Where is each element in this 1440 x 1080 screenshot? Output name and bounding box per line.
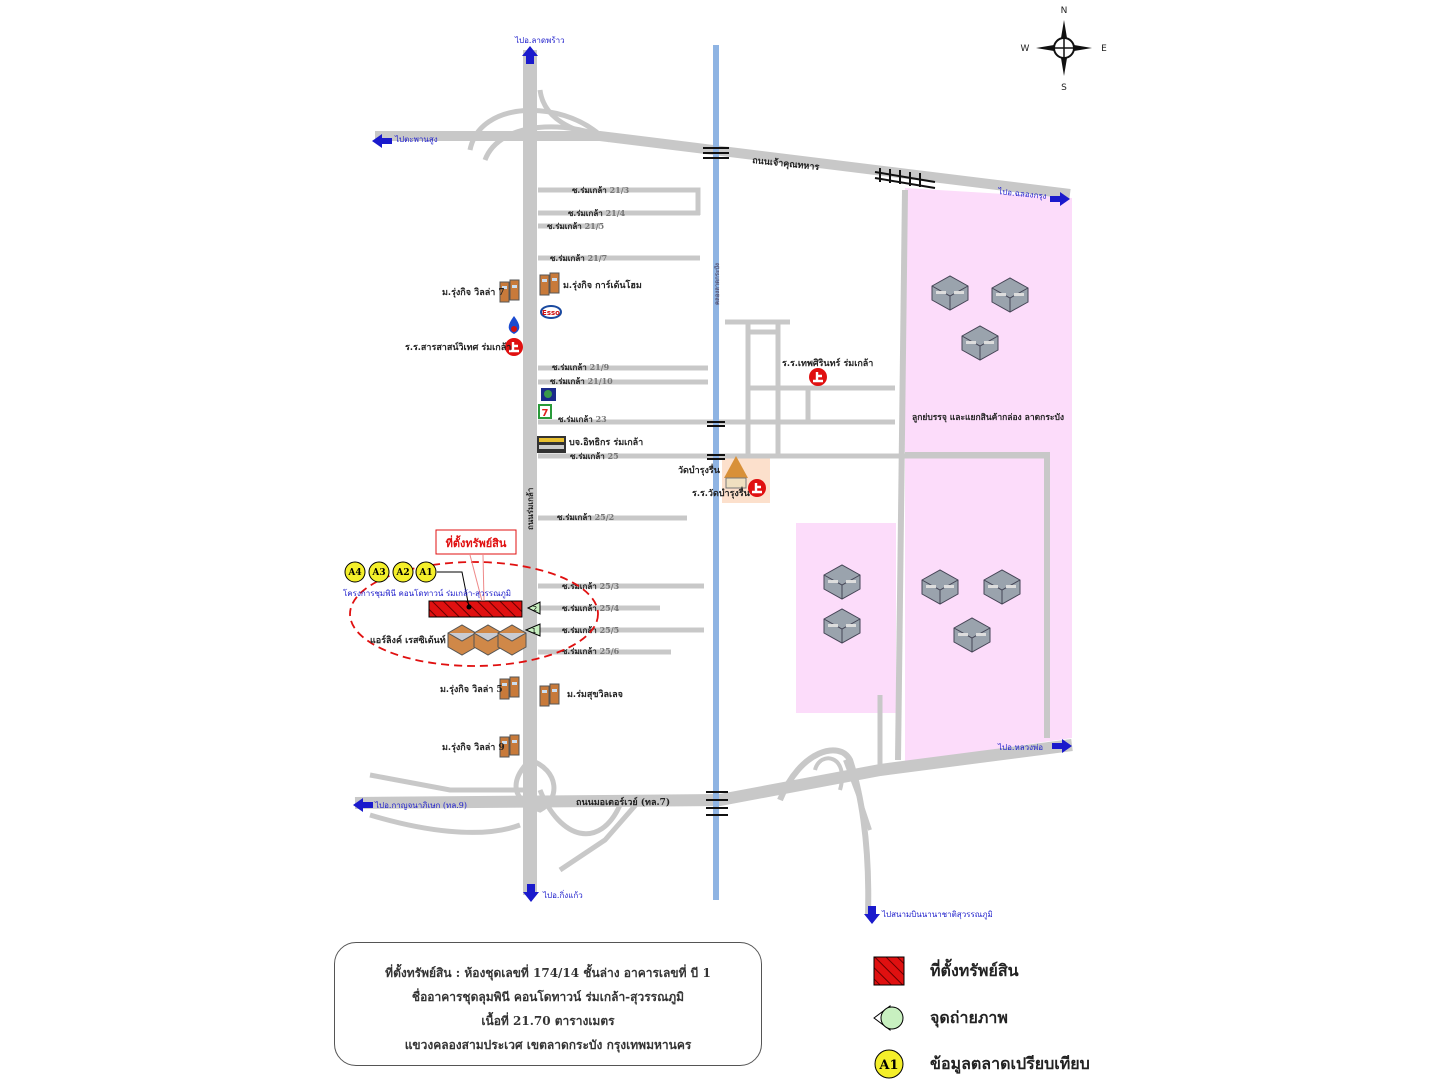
school-icon xyxy=(746,477,768,499)
property-callout xyxy=(435,529,517,555)
svg-text:A1: A1 xyxy=(878,1058,898,1073)
legend-market-label: ข้อมูลตลาดเปรียบเทียบ xyxy=(930,1053,1090,1073)
road-network xyxy=(354,50,1073,916)
place-villa9: ม.รุ่งกิจ วิลล่า 9 xyxy=(442,742,505,753)
esso-icon: Esso xyxy=(540,305,562,319)
svg-text:ซ.ร่มเกล้า 21/5: ซ.ร่มเกล้า 21/5 xyxy=(547,221,604,231)
svg-text:ซ.ร่มเกล้า 21/4: ซ.ร่มเกล้า 21/4 xyxy=(568,208,626,218)
svg-text:ซ.ร่มเกล้า 21/10: ซ.ร่มเกล้า 21/10 xyxy=(550,376,613,386)
legend-photo-label: จุดถ่ายภาพ xyxy=(930,1007,1008,1027)
place-school-saran: ร.ร.สารสาสน์วิเทศ ร่มเกล้า xyxy=(405,341,511,353)
legend-photo: จุดถ่ายภาพ xyxy=(872,1002,1008,1034)
arrow-right-icon xyxy=(1050,192,1070,206)
dir-north: ไปอ.ลาดพร้าว xyxy=(514,36,565,45)
svg-text:A4: A4 xyxy=(347,568,361,578)
svg-text:ซ.ร่มเกล้า 25/6: ซ.ร่มเกล้า 25/6 xyxy=(562,646,620,656)
arrow-down-icon xyxy=(523,884,539,902)
svg-text:A2: A2 xyxy=(395,568,409,578)
legend-property: ที่ตั้งทรัพย์สิน xyxy=(872,955,1019,987)
svg-text:ซ.ร่มเกล้า 21/7: ซ.ร่มเกล้า 21/7 xyxy=(550,253,607,263)
compass-rose-icon: N S E W xyxy=(1021,6,1108,93)
svg-text:ซ.ร่มเกล้า 25/3: ซ.ร่มเกล้า 25/3 xyxy=(562,581,620,591)
road-bottom-label: ถนนมอเตอร์เวย์ (ทล.7) xyxy=(576,796,670,808)
village-icon xyxy=(499,676,520,700)
place-villa5: ม.รุ่งกิจ วิลล่า 5 xyxy=(440,684,503,695)
dir-west-top: ไปตะพานสูง xyxy=(394,135,438,145)
school-icon xyxy=(807,366,829,388)
svg-text:ซ.ร่มเกล้า 25/2: ซ.ร่มเกล้า 25/2 xyxy=(557,512,614,522)
photo-point-icon xyxy=(872,1002,906,1034)
info-line: ชื่ออาคารชุดลุมพินี คอนโดทาวน์ ร่มเกล้า-… xyxy=(411,990,685,1004)
info-line: ที่ตั้งทรัพย์สิน : ห้องชุดเลขที่ 174/14 … xyxy=(385,966,711,980)
svg-text:ซ.ร่มเกล้า 21/3: ซ.ร่มเกล้า 21/3 xyxy=(572,185,630,195)
seven-eleven-icon xyxy=(538,404,552,419)
place-villa7: ม.รุ่งกิจ วิลล่า 7 xyxy=(442,287,505,298)
condo-icons xyxy=(447,624,527,656)
dir-west-bottom: ไปอ.กาญจนาภิเษก (ทล.9) xyxy=(374,801,467,810)
property-marker[interactable] xyxy=(428,600,523,618)
place-depot: ลูกย่บรรจุ และแยกสินค้ากล่อง ลาดกระบัง xyxy=(912,412,1064,423)
property-info-box: ที่ตั้งทรัพย์สิน : ห้องชุดเลขที่ 174/14 … xyxy=(334,942,762,1066)
canal-label: คลองลาดกระบัง xyxy=(713,263,721,305)
svg-text:2: 2 xyxy=(533,605,537,613)
village-icon xyxy=(539,683,560,707)
dir-airport: ไปสนามบินนานาชาติสุวรรณภูมิ xyxy=(881,910,993,920)
arrow-left-icon xyxy=(372,134,392,148)
svg-text:7: 7 xyxy=(542,408,549,419)
place-temple: วัดบำรุงรื่น xyxy=(678,463,721,476)
place-bus-company: บจ.อิทธิกร ร่มเกล้า xyxy=(569,437,643,448)
project-label: โครงการชุมพินี คอนโดทาวน์ ร่มเกล้า-สุวรร… xyxy=(343,588,511,599)
arrow-up-icon xyxy=(522,46,538,64)
arrow-left-icon xyxy=(353,798,373,812)
svg-text:Esso: Esso xyxy=(542,309,560,317)
svg-text:ซ.ร่มเกล้า 25/4: ซ.ร่มเกล้า 25/4 xyxy=(562,603,620,613)
road-main-label: ถนนร่มเกล้า xyxy=(525,488,535,530)
info-line: แขวงคลองสามประเวศ เขตลาดกระบัง กรุงเทพมห… xyxy=(404,1038,692,1052)
temple-icon xyxy=(724,456,748,489)
legend-property-label: ที่ตั้งทรัพย์สิน xyxy=(930,960,1019,980)
arrow-right-icon xyxy=(1052,739,1072,753)
svg-text:A3: A3 xyxy=(371,568,385,578)
comparable-badges: A4 A3 A2 A1 xyxy=(344,561,437,583)
svg-text:S: S xyxy=(1061,83,1067,93)
arrow-down-icon xyxy=(864,906,880,924)
svg-text:ซ.ร่มเกล้า 23: ซ.ร่มเกล้า 23 xyxy=(558,414,607,424)
direction-arrows xyxy=(353,46,1072,924)
place-temple-school: ร.ร.วัดบำรุงรื่น xyxy=(692,486,751,499)
dir-east-bottom: ไปอ.หลวงพ่อ xyxy=(997,743,1043,752)
svg-text:1: 1 xyxy=(532,627,536,635)
property-swatch-icon xyxy=(872,955,906,987)
village-icon xyxy=(539,272,560,296)
svg-text:N: N xyxy=(1061,6,1068,16)
dir-south: ไปอ.กิ่งแก้ว xyxy=(542,889,583,900)
svg-text:ซ.ร่มเกล้า 25: ซ.ร่มเกล้า 25 xyxy=(570,451,619,461)
svg-text:ซ.ร่มเกล้า 21/9: ซ.ร่มเกล้า 21/9 xyxy=(552,362,610,372)
market-badge-icon: A1 xyxy=(872,1048,906,1080)
place-romsuk: ม.ร่มสุขวิลเลจ xyxy=(567,689,623,700)
svg-text:ซ.ร่มเกล้า 25/5: ซ.ร่มเกล้า 25/5 xyxy=(562,625,619,635)
info-line: เนื้อที่ 21.70 ตารางเมตร xyxy=(481,1014,615,1028)
bus-icon xyxy=(537,436,566,453)
place-garden-home: ม.รุ่งกิจ การ์เด้นโฮม xyxy=(563,279,642,291)
svg-text:W: W xyxy=(1021,44,1030,54)
legend-market: A1 ข้อมูลตลาดเปรียบเทียบ xyxy=(872,1048,1090,1080)
svg-text:E: E xyxy=(1101,44,1107,54)
photo-point-icon: 2 1 xyxy=(524,601,541,637)
place-school-thep: ร.ร.เทพศิรินทร์ ร่มเกล้า xyxy=(782,357,873,369)
svg-text:A1: A1 xyxy=(418,568,432,578)
property-area-ring xyxy=(349,561,599,667)
callout-text: ที่ตั้งทรัพย์สิน xyxy=(446,535,507,550)
place-air-link: แอร์ลิงค์ เรสซิเด้นท์ xyxy=(370,634,446,646)
soi-labels: ซ.ร่มเกล้า 21/3 ซ.ร่มเกล้า 21/4 ซ.ร่มเกล… xyxy=(547,185,630,656)
depot-zone xyxy=(905,188,1072,762)
bridges xyxy=(703,147,936,816)
